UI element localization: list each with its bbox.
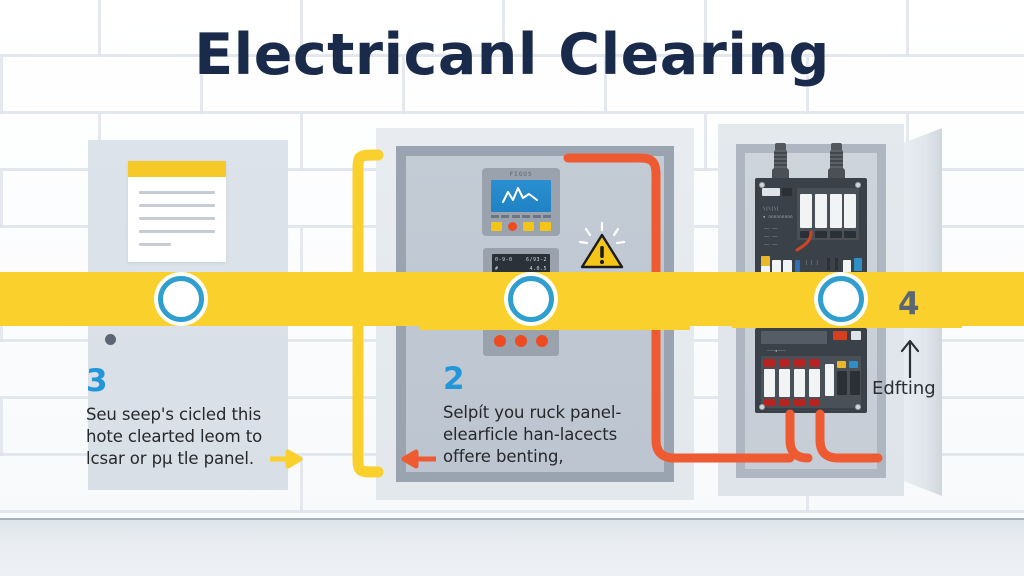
strip-block-4 (795, 260, 800, 272)
lower-aux-module (825, 364, 834, 396)
step-block-4: 4 (898, 289, 920, 327)
strip-pin-a (827, 258, 830, 270)
strip-block-1 (761, 266, 770, 275)
lower-bus-bar (761, 331, 827, 344)
breaker-bank-upper[interactable] (797, 188, 859, 240)
lower-indicator (849, 361, 858, 368)
band-step-center (420, 278, 690, 330)
controller-brand-label: FIGUS (509, 171, 533, 178)
controller-button-3[interactable] (523, 222, 534, 231)
ring-marker-left[interactable] (158, 276, 204, 322)
arrow-left-icon (396, 449, 439, 474)
controller-lcd-screen (491, 180, 551, 212)
lower-lug-2 (779, 399, 790, 406)
breaker-switch-4[interactable] (844, 194, 856, 228)
floor-surface (0, 520, 1024, 576)
lower-breaker-board: ———▪——— (755, 328, 867, 413)
ring-marker-right[interactable] (818, 276, 864, 322)
floor-highlight (0, 515, 1024, 519)
breaker-terminal-3 (830, 231, 842, 238)
orange-cable-leg-1 (785, 409, 813, 463)
step-text-3: Seu seep's cicled this hote clearted leo… (86, 405, 263, 468)
upper-breaker-board: \|\|\| ▪ nnnnnnnnn —— —— —— —— —— —— │ │… (755, 178, 867, 276)
board-screw (759, 404, 765, 410)
controller-stop-button[interactable] (508, 222, 517, 231)
lower-breaker-4[interactable] (809, 369, 820, 397)
ring-marker-center[interactable] (508, 276, 554, 322)
board-screw (855, 182, 861, 188)
controller-button-4[interactable] (540, 222, 551, 231)
lower-lug-1 (764, 399, 775, 406)
strip-pin-b (835, 258, 838, 270)
lower-terminal-2 (779, 359, 790, 367)
arrow-up-icon (898, 338, 922, 383)
lower-lug-3 (794, 399, 805, 406)
meter-indicator-lights (494, 335, 548, 347)
step-number-2: 2 (443, 361, 465, 397)
board-id-label (762, 188, 780, 196)
page-title: Electricanl Clearing (194, 22, 830, 88)
strip-block-6 (854, 258, 862, 271)
step-text-4: Edfting (872, 378, 936, 399)
lower-outlet-1[interactable] (837, 371, 847, 395)
meter-sub-right: 4.0.5 (529, 266, 547, 272)
lower-fuse[interactable] (837, 361, 846, 368)
board-screw (855, 404, 861, 410)
lower-breaker-2[interactable] (779, 369, 790, 397)
breaker-bank-lower[interactable] (761, 356, 861, 408)
conduit-flex-2 (830, 150, 843, 170)
red-jumper-wire-icon (795, 230, 813, 252)
strip-block-3 (783, 260, 792, 275)
lower-label (851, 331, 861, 340)
breaker-terminal-2 (815, 231, 827, 238)
meter-sub-left: # (495, 266, 499, 272)
step-number-4: 4 (898, 286, 920, 322)
warning-triangle-icon (578, 221, 626, 270)
step-block-3: 3 Seu seep's cicled this hote clearted l… (86, 366, 296, 470)
left-panel-screw-dot (105, 334, 116, 345)
waveform-icon (502, 187, 538, 203)
lower-lug-4 (809, 399, 820, 406)
document-text-lines (139, 191, 215, 256)
meter-readout-left: 0-9-0 (495, 257, 513, 263)
lower-alarm-light (833, 331, 847, 340)
lower-terminal-3 (794, 359, 805, 367)
orange-cable-leg-2 (815, 409, 883, 463)
lower-terminal-4 (809, 359, 820, 367)
step-text-2: Selpít you ruck panel- elearficle han-la… (443, 403, 622, 466)
lower-breaker-1[interactable] (764, 369, 775, 397)
meter-readout-right: 6/93-2 (525, 257, 547, 263)
breaker-terminal-1 (800, 231, 812, 238)
breaker-switch-2[interactable] (815, 194, 827, 228)
board-screw (759, 182, 765, 188)
lower-terminal-1 (764, 359, 775, 367)
controller-module: FIGUS (482, 168, 560, 236)
step-block-2: 2 Selpít you ruck panel- elearficle han-… (443, 364, 668, 468)
arrow-right-icon (267, 449, 304, 474)
strip-block-2 (772, 260, 781, 275)
breaker-switch-1[interactable] (800, 194, 812, 228)
breaker-switch-3[interactable] (830, 194, 842, 228)
strip-block-5 (843, 260, 851, 273)
meter-readout-display: 0-9-0 6/93-2 #4.0.5 (492, 254, 550, 274)
checklist-document (128, 161, 226, 262)
document-header-bar (128, 161, 226, 177)
lower-outlet-2[interactable] (850, 371, 860, 395)
step-number-3: 3 (86, 363, 108, 399)
controller-button-row[interactable] (491, 222, 551, 231)
breaker-terminal-4 (844, 231, 856, 238)
lower-breaker-3[interactable] (794, 369, 805, 397)
fuse-holder-1[interactable] (761, 256, 770, 269)
conduit-flex-1 (774, 150, 787, 170)
board-indicator (782, 188, 792, 196)
controller-indicator-row (491, 215, 551, 219)
controller-button-1[interactable] (491, 222, 502, 231)
